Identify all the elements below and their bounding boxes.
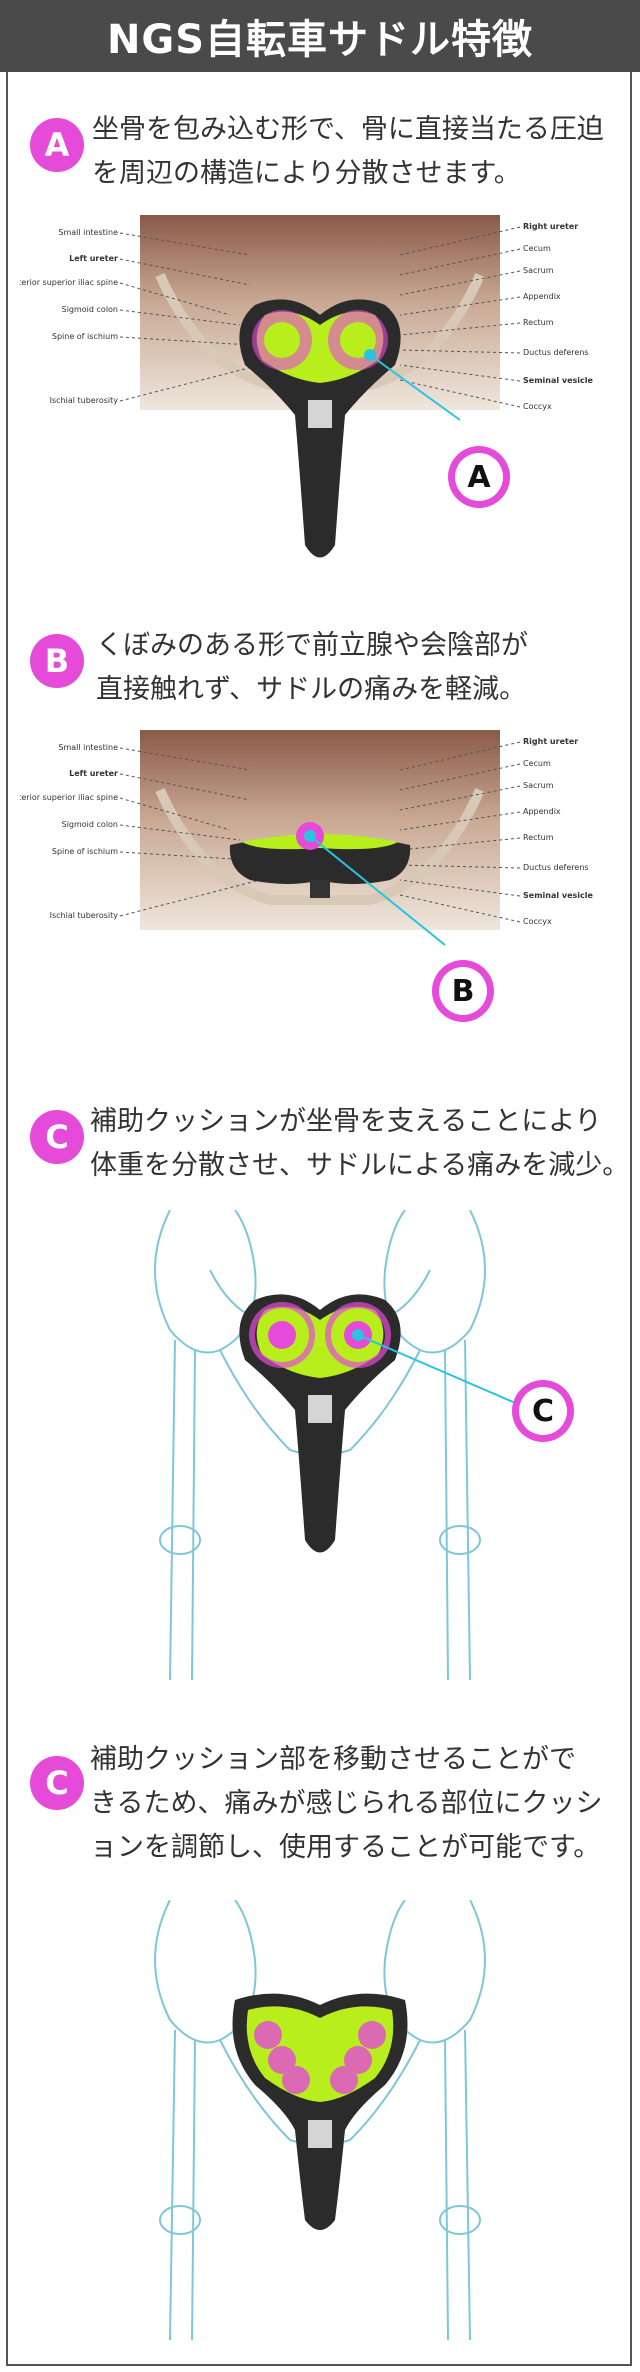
anatomy-label: Ischial tuberosity [50, 911, 119, 920]
pelvis-anatomy-image-a: Small intestine Left ureter Anterior sup… [20, 215, 594, 558]
feature-b-line-1: くぼみのある形で前立腺や会陰部が [96, 630, 528, 661]
anatomy-label: Seminal vesicle [523, 891, 594, 900]
badge-a: A [30, 118, 84, 172]
anatomy-labels-left: Small intestine Left ureter Anterior sup… [20, 228, 118, 405]
sit-bone-pad-left [264, 322, 300, 358]
anatomy-label: Appendix [523, 292, 561, 301]
sit-bone-pad-right [340, 322, 376, 358]
anatomy-labels-left: Small intestine Left ureter Anterior sup… [20, 743, 118, 920]
callout-b-label: B [439, 967, 487, 1015]
saddle-top-view [239, 1294, 521, 1553]
anatomy-label: Spine of ischium [52, 332, 118, 341]
badge-c-adjustable: C [30, 1756, 84, 1810]
anatomy-label: Sacrum [523, 781, 554, 790]
anatomy-label: Sigmoid colon [62, 305, 118, 314]
feature-c-text: 補助クッションが坐骨を支えることにより 体重を分散させ、サドルによる痛みを減少。 [90, 1100, 629, 1188]
anatomy-label: Right ureter [523, 222, 578, 231]
anatomy-labels-right: Right ureter Cecum Sacrum Appendix Rectu… [523, 737, 594, 926]
honeycomb-vent [308, 1395, 332, 1423]
callout-b: B [432, 960, 494, 1022]
saddle-top-view [239, 299, 461, 558]
callout-line-a [369, 354, 461, 421]
anatomy-label: Left ureter [69, 254, 118, 263]
aux-cushion-left [268, 1321, 296, 1349]
feature-b-line-2: 直接触れず、サドルの痛みを軽減。 [96, 674, 527, 705]
anatomy-label: Spine of ischium [52, 847, 118, 856]
anatomy-label: Ductus deferens [523, 863, 589, 872]
support-ring-left [249, 1302, 315, 1368]
skeleton-diagram-c [154, 1210, 521, 1681]
badge-b: B [30, 634, 84, 688]
support-ring-right [325, 1302, 391, 1368]
anatomy-label: Rectum [523, 833, 554, 842]
feature-c-adjustable-line-1: 補助クッション部を移動させることがで [90, 1744, 576, 1775]
anatomy-label: Rectum [523, 318, 554, 327]
anatomy-label: Ischial tuberosity [50, 396, 119, 405]
anatomy-label: Coccyx [523, 917, 552, 926]
anatomy-label: Coccyx [523, 402, 552, 411]
skeleton-diagram-adjustable [154, 1900, 486, 2341]
anatomy-label: Cecum [523, 759, 551, 768]
adjustable-cushion [358, 2021, 386, 2049]
anatomy-label: Ductus deferens [523, 348, 589, 357]
feature-b-text: くぼみのある形で前立腺や会陰部が 直接触れず、サドルの痛みを軽減。 [96, 624, 528, 712]
anatomy-label: Left ureter [69, 769, 118, 778]
callout-a-label: A [455, 453, 503, 501]
anatomy-label: Cecum [523, 244, 551, 253]
anatomy-label: Anterior superior iliac spine [20, 793, 118, 802]
feature-a-line-2: を周辺の構造により分散させます。 [92, 158, 521, 189]
adjustable-cushion [330, 2066, 358, 2094]
adjustable-cushion [254, 2021, 282, 2049]
anatomy-label: Small intestine [58, 228, 118, 237]
adjustable-cushion [268, 2046, 296, 2074]
honeycomb-vent [308, 2120, 332, 2148]
anatomy-label: Appendix [523, 807, 561, 816]
anatomy-leader-lines [119, 741, 521, 923]
badge-c: C [30, 1110, 84, 1164]
pelvis-anatomy-image-b: Small intestine Left ureter Anterior sup… [20, 730, 594, 946]
page-border [6, 0, 632, 2366]
anatomy-label: Sigmoid colon [62, 820, 118, 829]
anatomy-label: Small intestine [58, 743, 118, 752]
callout-a: A [448, 446, 510, 508]
callout-line-b [309, 835, 446, 946]
anatomy-leader-lines [119, 226, 521, 408]
anatomy-labels-right: Right ureter Cecum Sacrum Appendix Rectu… [523, 222, 594, 411]
anatomy-label: Right ureter [523, 737, 578, 746]
feature-a-text: 坐骨を包み込む形で、骨に直接当たる圧迫 を周辺の構造により分散させます。 [92, 108, 604, 196]
callout-c: C [512, 1380, 574, 1442]
adjustable-cushion-positions [254, 2021, 386, 2094]
anatomy-label: Anterior superior iliac spine [20, 278, 118, 287]
saddle-rear-view [229, 822, 446, 946]
feature-c-line-1: 補助クッションが坐骨を支えることにより [90, 1106, 602, 1137]
feature-a-line-1: 坐骨を包み込む形で、骨に直接当たる圧迫 [92, 114, 604, 145]
honeycomb-vent [308, 400, 332, 428]
adjustable-cushion [344, 2046, 372, 2074]
pelvis-bone-shape [155, 787, 485, 905]
feature-c-adjustable-text: 補助クッション部を移動させることがで きるため、痛みが感じられる部位にクッシ ョ… [90, 1738, 602, 1870]
anatomy-label: Sacrum [523, 266, 554, 275]
page-title: NGS自転車サドル特徴 [0, 0, 640, 72]
callout-line-c [357, 1334, 521, 1406]
feature-c-adjustable-line-3: ョンを調節し、使用することが可能です。 [90, 1832, 601, 1863]
feature-c-adjustable-line-2: きるため、痛みが感じられる部位にクッシ [90, 1788, 603, 1819]
feature-c-line-2: 体重を分散させ、サドルによる痛みを減少。 [90, 1150, 630, 1181]
adjustable-cushion [282, 2066, 310, 2094]
saddle-top-view [232, 1993, 408, 2230]
callout-c-label: C [519, 1387, 567, 1435]
anatomy-label: Seminal vesicle [523, 376, 594, 385]
saddle-rail [310, 880, 330, 898]
